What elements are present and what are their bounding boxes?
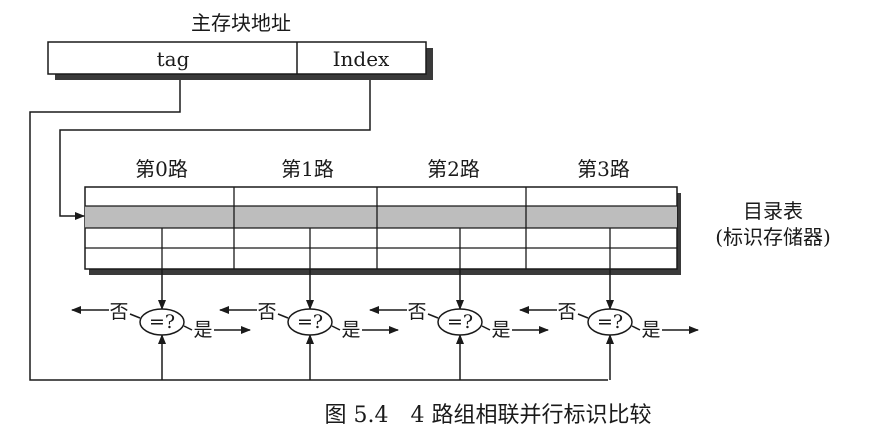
directory-label: 目录表 xyxy=(743,199,803,223)
no-label: 否 xyxy=(407,301,426,323)
comparator-symbol: =? xyxy=(447,311,473,333)
yes-output-line xyxy=(331,325,341,331)
directory-sublabel: (标识存储器) xyxy=(715,225,831,249)
comparators: =? 否是 =? 否是 =? 否是 =? 否是 xyxy=(71,269,699,380)
tag-line xyxy=(29,80,608,381)
way-label-0: 第0路 xyxy=(135,157,188,181)
way-label-2: 第2路 xyxy=(427,157,480,181)
comparator-2: =? 否是 xyxy=(369,269,549,380)
comparator-1: =? 否是 xyxy=(219,269,399,380)
no-label: 否 xyxy=(557,301,576,323)
address-title: 主存块地址 xyxy=(191,11,291,35)
comparator-3: =? 否是 xyxy=(519,269,699,380)
comparator-0: =? 否是 xyxy=(71,269,251,380)
yes-output-line xyxy=(481,325,491,331)
no-output-line xyxy=(129,313,141,319)
no-output-line xyxy=(577,313,589,319)
way-label-3: 第3路 xyxy=(577,157,630,181)
comparator-ellipse xyxy=(437,308,483,336)
yes-label: 是 xyxy=(193,319,212,341)
no-output-line xyxy=(427,313,439,319)
address-register xyxy=(47,41,427,75)
way-labels: 第0路 第1路 第2路 第3路 xyxy=(135,157,630,181)
comparator-ellipse xyxy=(287,308,333,336)
no-label: 否 xyxy=(109,301,128,323)
comparator-symbol: =? xyxy=(597,311,623,333)
index-field-label: Index xyxy=(333,47,390,71)
comparator-symbol: =? xyxy=(149,311,175,333)
comparator-ellipse xyxy=(587,308,633,336)
index-line xyxy=(59,80,371,220)
directory-selected-row xyxy=(85,206,677,228)
tag-field-label: tag xyxy=(157,47,190,71)
no-label: 否 xyxy=(257,301,276,323)
yes-label: 是 xyxy=(491,319,510,341)
yes-label: 是 xyxy=(641,319,660,341)
comparator-ellipse xyxy=(139,308,185,336)
way-label-1: 第1路 xyxy=(281,157,334,181)
directory-grid xyxy=(85,187,677,269)
yes-output-line xyxy=(631,325,641,331)
comparator-symbol: =? xyxy=(297,311,323,333)
yes-label: 是 xyxy=(341,319,360,341)
yes-output-line xyxy=(183,325,193,331)
no-output-line xyxy=(277,313,289,319)
figure-caption: 图 5.4 4 路组相联并行标识比较 xyxy=(325,403,652,428)
